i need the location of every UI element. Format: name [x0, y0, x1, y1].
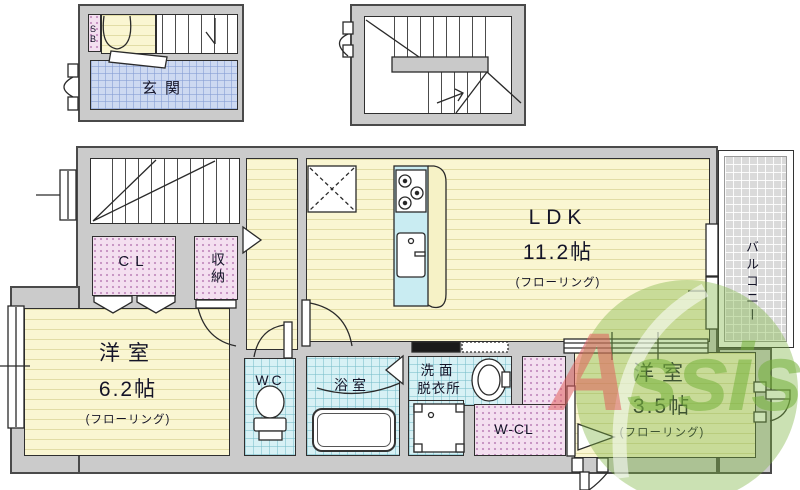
- bedroom-b-size: 3.5帖: [632, 395, 692, 418]
- floor-genkan: [90, 60, 238, 110]
- bathtub-inner-line: [317, 413, 391, 447]
- washroom-label: 洗面 脱衣所: [405, 362, 473, 398]
- floor-entrance-hall-strip: [101, 14, 156, 54]
- bedroom-a-name: 洋室: [99, 342, 157, 365]
- closet-cl-label: CL: [118, 253, 150, 270]
- bedroom-a-label: 洋室 6.2帖 (フローリング): [28, 337, 228, 427]
- floor-wcl-lower: [474, 404, 566, 456]
- ldk-size: 11.2帖: [522, 241, 594, 264]
- bedroom-b-label: 洋室 3.5帖 (フローリング): [574, 357, 750, 440]
- storage-label: 収納: [210, 252, 226, 286]
- bedroom-b-flooring: (フローリング): [619, 427, 705, 439]
- first-stairs-treads: [162, 15, 237, 53]
- stairs-window-mullion: [36, 171, 69, 219]
- bedroom-a-size: 6.2帖: [98, 378, 158, 401]
- shoe-box-label: SB: [88, 24, 98, 44]
- wcl-label: W-CL: [494, 421, 534, 437]
- front-door-arc: [63, 76, 74, 98]
- floor-ldk: [306, 158, 710, 342]
- ldk-flooring: (フローリング): [515, 277, 601, 289]
- bathroom-label: 浴室: [334, 377, 370, 393]
- washroom-line1: 洗面: [420, 363, 458, 378]
- floor-bedroom-a: [24, 308, 230, 456]
- floor-shoe-box: [88, 14, 101, 52]
- floor-washroom-lower: [408, 400, 464, 456]
- ldk-label: LDK 11.2帖 (フローリング): [458, 206, 658, 290]
- entrance-label: 玄関: [141, 80, 188, 97]
- wc-label: WC: [255, 372, 285, 388]
- balcony-label: バルコニー: [744, 239, 759, 325]
- stairs-window: [59, 169, 77, 221]
- front-door-jamb-top: [67, 63, 79, 78]
- main-stairs-treads: [112, 159, 239, 223]
- stairwell-door-arc: [338, 33, 349, 57]
- stairwell-lower-treads: [428, 72, 488, 113]
- bedroom-a-flooring: (フローリング): [85, 414, 171, 426]
- floor-storage: [194, 236, 238, 300]
- ldk-name: LDK: [528, 206, 588, 229]
- bedroom-b-name: 洋室: [633, 362, 691, 385]
- washroom-line2: 脱衣所: [417, 381, 461, 396]
- floor-hallway: [246, 158, 298, 350]
- stairwell-upper-treads: [394, 17, 488, 57]
- floor-closet-cl: [92, 236, 176, 296]
- floor-balcony: [724, 156, 787, 342]
- bathtub: [312, 408, 396, 452]
- front-door-jamb-bottom: [67, 96, 79, 111]
- floor-wcl-upper: [522, 356, 566, 410]
